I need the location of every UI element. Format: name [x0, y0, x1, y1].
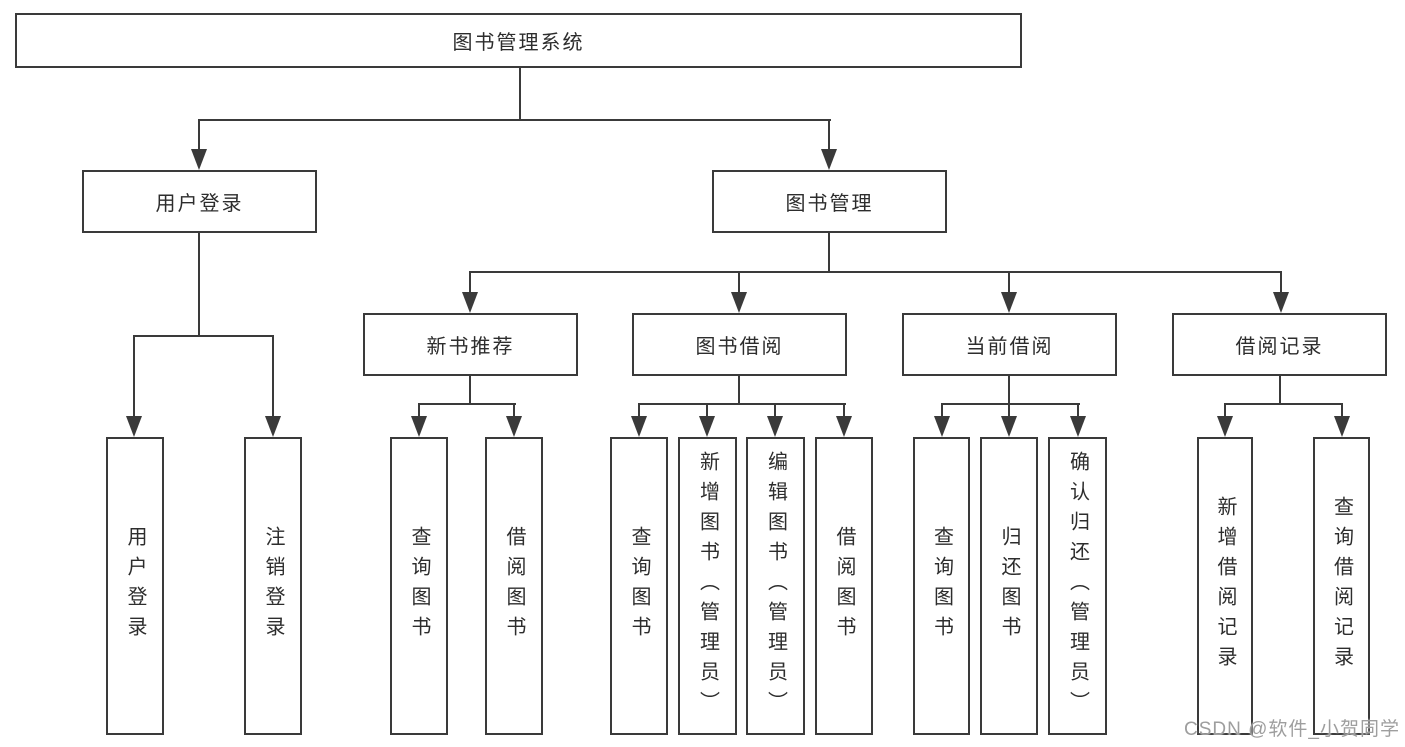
node-label: 新书推荐 — [426, 336, 515, 358]
connector-line — [133, 335, 135, 418]
node-label: 归还图书 — [998, 526, 1020, 646]
connector-line — [418, 403, 516, 405]
connector-line — [1224, 403, 1226, 419]
arrow-down — [631, 416, 647, 437]
leaf-logout: 注销登录 — [244, 437, 302, 735]
node-label: 查询借阅记录 — [1330, 496, 1353, 676]
node-label: 借阅图书 — [833, 526, 855, 646]
arrow-down — [265, 416, 281, 437]
arrow-down — [731, 292, 747, 313]
node-label: 借阅记录 — [1235, 336, 1324, 358]
node-label: 查询图书 — [628, 526, 650, 646]
node-library-system: 图书管理系统 — [15, 13, 1022, 68]
leaf-return-book: 归还图书 — [980, 437, 1038, 735]
node-label: 查询图书 — [930, 526, 953, 646]
arrow-down — [1217, 416, 1233, 437]
node-label: 确认归还（管理员） — [1066, 451, 1089, 721]
node-user-login: 用户登录 — [82, 170, 317, 233]
leaf-query-book-3: 查询图书 — [913, 437, 970, 735]
node-book-management: 图书管理 — [712, 170, 947, 233]
connector-line — [519, 68, 521, 121]
arrow-down — [462, 292, 478, 313]
leaf-confirm-return-admin: 确认归还（管理员） — [1048, 437, 1107, 735]
leaf-borrow-book-1: 借阅图书 — [485, 437, 543, 735]
arrow-down — [821, 149, 837, 170]
connector-line — [828, 233, 830, 272]
arrow-down — [191, 149, 207, 170]
node-label: 用户登录 — [155, 193, 244, 215]
leaf-query-book-2: 查询图书 — [610, 437, 668, 735]
connector-line — [1280, 271, 1282, 295]
node-label: 新增图书（管理员） — [696, 451, 719, 721]
leaf-add-book-admin: 新增图书（管理员） — [678, 437, 737, 735]
connector-line — [1077, 403, 1079, 419]
arrow-down — [1334, 416, 1350, 437]
arrow-down — [699, 416, 715, 437]
connector-line — [133, 335, 274, 337]
connector-line — [469, 271, 471, 295]
arrow-down — [506, 416, 522, 437]
arrow-down — [934, 416, 950, 437]
connector-line — [941, 403, 943, 419]
node-label: 当前借阅 — [965, 336, 1054, 358]
node-label: 图书借阅 — [695, 336, 784, 358]
node-label: 用户登录 — [124, 526, 146, 646]
arrow-down — [767, 416, 783, 437]
connector-line — [198, 233, 200, 336]
arrow-down — [1070, 416, 1086, 437]
arrow-down — [411, 416, 427, 437]
connector-line — [706, 403, 708, 419]
leaf-query-borrow-record: 查询借阅记录 — [1313, 437, 1370, 735]
arrow-down — [126, 416, 142, 437]
leaf-borrow-book-2: 借阅图书 — [815, 437, 873, 735]
connector-line — [738, 376, 740, 404]
csdn-watermark: CSDN @软件_小贺同学 — [1184, 719, 1400, 740]
connector-line — [774, 403, 776, 419]
node-label: 查询图书 — [408, 526, 430, 646]
connector-line — [418, 403, 420, 419]
connector-line — [738, 271, 740, 295]
connector-line — [1008, 403, 1010, 419]
leaf-query-book-1: 查询图书 — [390, 437, 448, 735]
node-label: 新增借阅记录 — [1214, 496, 1236, 676]
node-label: 注销登录 — [262, 526, 284, 646]
arrow-down — [1001, 416, 1017, 437]
node-label: 编辑图书（管理员） — [764, 451, 787, 721]
connector-line — [1008, 271, 1010, 295]
node-borrow-records: 借阅记录 — [1172, 313, 1387, 376]
node-label: 图书管理系统 — [452, 32, 585, 54]
connector-line — [638, 403, 640, 419]
connector-line — [198, 119, 831, 121]
arrow-down — [1001, 292, 1017, 313]
leaf-edit-book-admin: 编辑图书（管理员） — [746, 437, 805, 735]
leaf-add-borrow-record: 新增借阅记录 — [1197, 437, 1253, 735]
node-label: 图书管理 — [785, 193, 874, 215]
connector-line — [469, 376, 471, 404]
leaf-user-login: 用户登录 — [106, 437, 164, 735]
node-book-borrow: 图书借阅 — [632, 313, 847, 376]
connector-line — [272, 335, 274, 418]
connector-line — [1341, 403, 1343, 419]
connector-line — [469, 271, 1282, 273]
connector-line — [1224, 403, 1343, 405]
connector-line — [513, 403, 515, 419]
connector-line — [941, 403, 1080, 405]
node-new-book-recommend: 新书推荐 — [363, 313, 578, 376]
connector-line — [1279, 376, 1281, 404]
node-current-borrow: 当前借阅 — [902, 313, 1117, 376]
connector-line — [1008, 376, 1010, 404]
connector-line — [828, 119, 830, 151]
node-label: 借阅图书 — [503, 526, 525, 646]
connector-line — [843, 403, 845, 419]
connector-line — [198, 119, 200, 151]
arrow-down — [836, 416, 852, 437]
arrow-down — [1273, 292, 1289, 313]
connector-line — [638, 403, 846, 405]
